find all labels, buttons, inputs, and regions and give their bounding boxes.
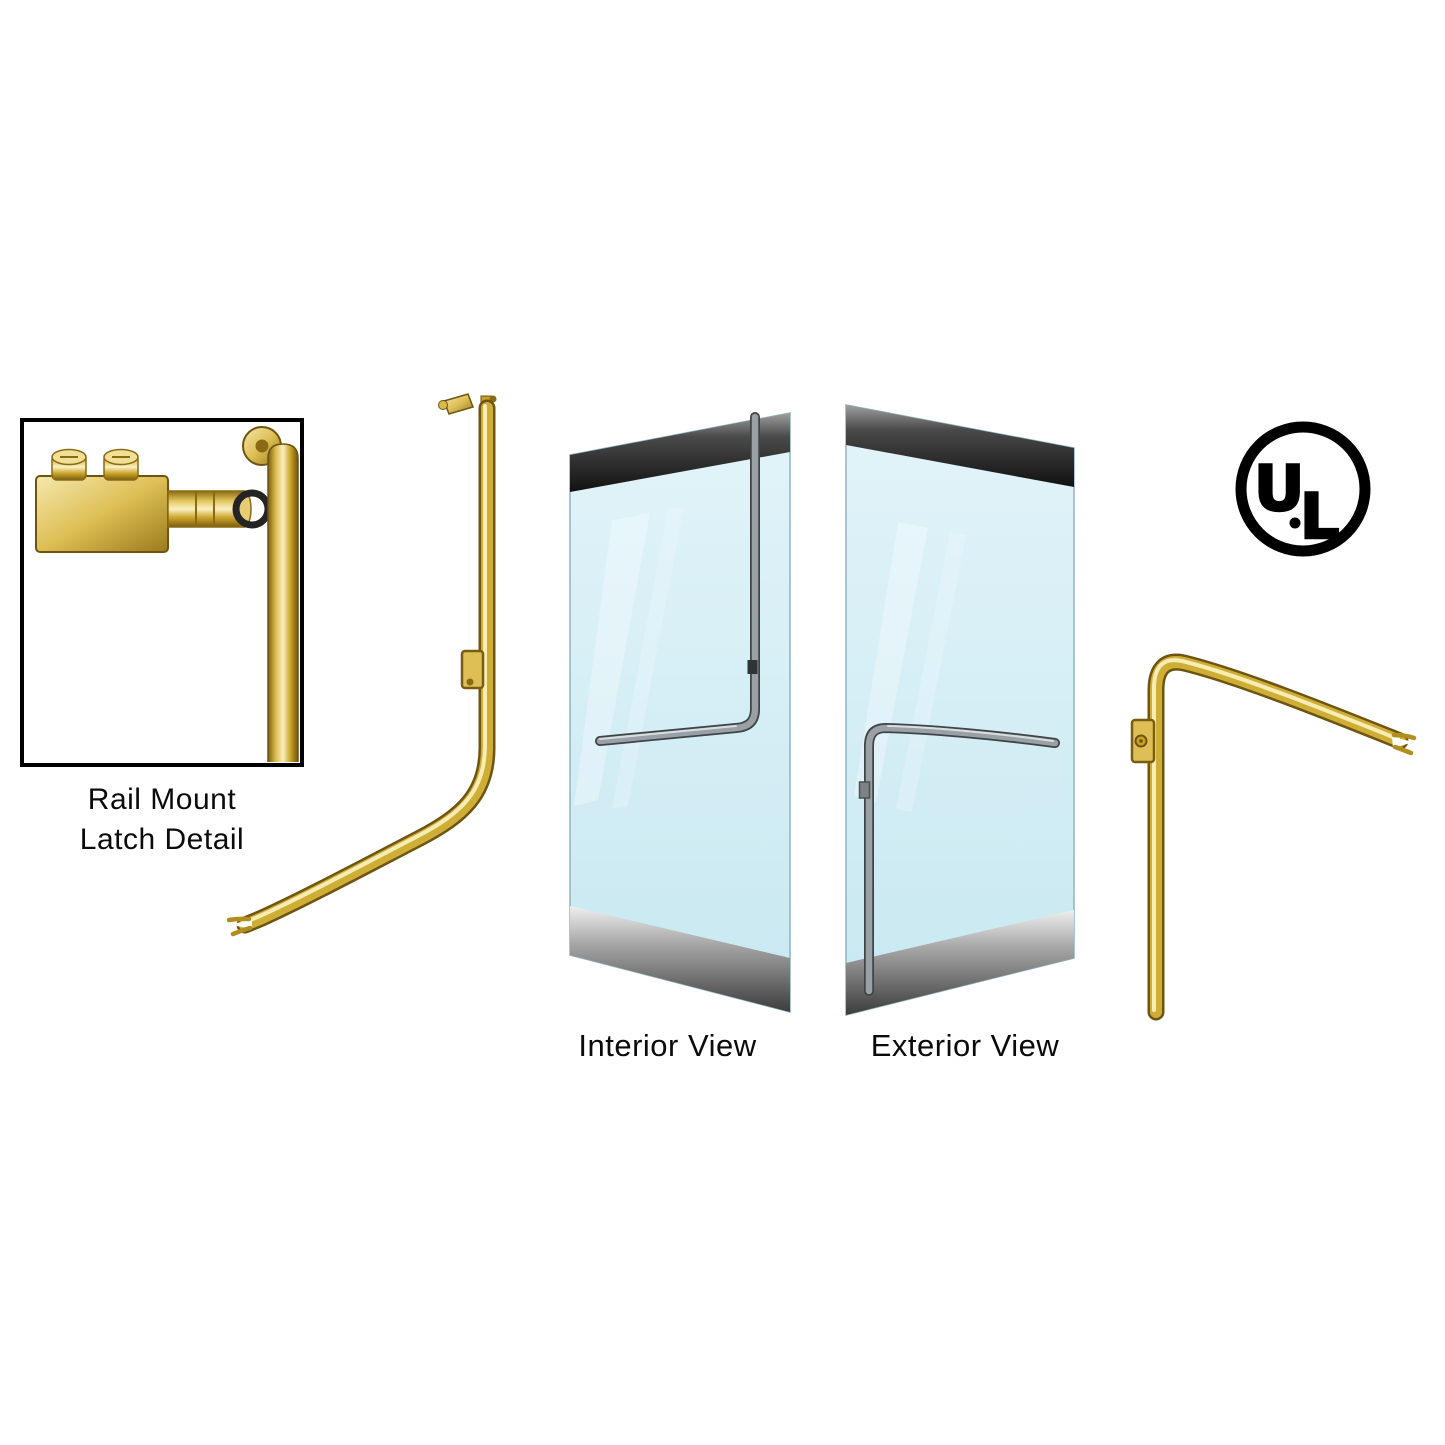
ul-certification-icon: U L — [1235, 421, 1371, 557]
top-latch-keeper — [443, 393, 474, 415]
handle-tube-highlight — [241, 404, 487, 925]
latch-mount-block — [35, 475, 169, 553]
pivot-pin — [255, 439, 269, 453]
interior-latch-block — [747, 660, 758, 674]
fork-prong-top — [226, 916, 252, 923]
glass-reflection — [574, 513, 650, 806]
exterior-view-label: Exterior View — [870, 1028, 1060, 1063]
fork-prong-bottom — [230, 925, 253, 937]
handle-tube-body — [1150, 656, 1406, 1018]
interior-view-label: Interior View — [578, 1028, 757, 1063]
ul-letter-l: L — [1300, 480, 1340, 553]
interior-door-top-rail — [570, 413, 790, 492]
ul-circle — [1235, 421, 1371, 557]
interior-handle-highlight — [599, 725, 737, 740]
latch-detail-caption-line1: Rail Mount — [87, 783, 237, 816]
interior-door-bottom-rail — [570, 906, 790, 1012]
handle-tube-body — [239, 402, 493, 931]
ul-letter-u: U — [1254, 452, 1304, 525]
brass-rail-closeup — [267, 443, 299, 762]
handle-tube-highlight — [1152, 658, 1400, 1012]
glass-reflection — [896, 532, 966, 812]
exterior-door-illustration — [845, 404, 1075, 1016]
interior-door-illustration — [569, 412, 791, 1013]
clip-knob-center — [1139, 739, 1143, 743]
exterior-door-top-rail — [846, 405, 1074, 487]
fork-notch — [229, 920, 252, 929]
ul-trademark-dot — [1289, 517, 1301, 529]
fork-prong-bottom — [1392, 744, 1414, 756]
exterior-door-bottom-rail — [846, 910, 1074, 1015]
handle-tube-edge — [1147, 653, 1409, 1021]
rail-mounting-clip — [460, 649, 485, 690]
latch-detail-closeup — [35, 426, 299, 762]
latch-ball-tip — [438, 400, 448, 410]
rail-mount-latch-handle-illustration — [226, 393, 497, 937]
fork-prong-top — [1391, 732, 1417, 741]
exterior-brass-handle-illustration — [1130, 653, 1417, 1021]
clip-screw — [466, 678, 474, 686]
exterior-handle-body — [865, 724, 1059, 995]
interior-handle-body — [596, 413, 759, 745]
exterior-handle-highlight — [887, 725, 1054, 742]
fork-notch — [1392, 737, 1414, 748]
exterior-latch-nub — [858, 781, 871, 799]
latch-detail-caption: Rail Mount Latch Detail — [22, 780, 302, 860]
latch-detail-caption-line2: Latch Detail — [79, 823, 245, 856]
latch-detail-inset — [20, 418, 304, 767]
